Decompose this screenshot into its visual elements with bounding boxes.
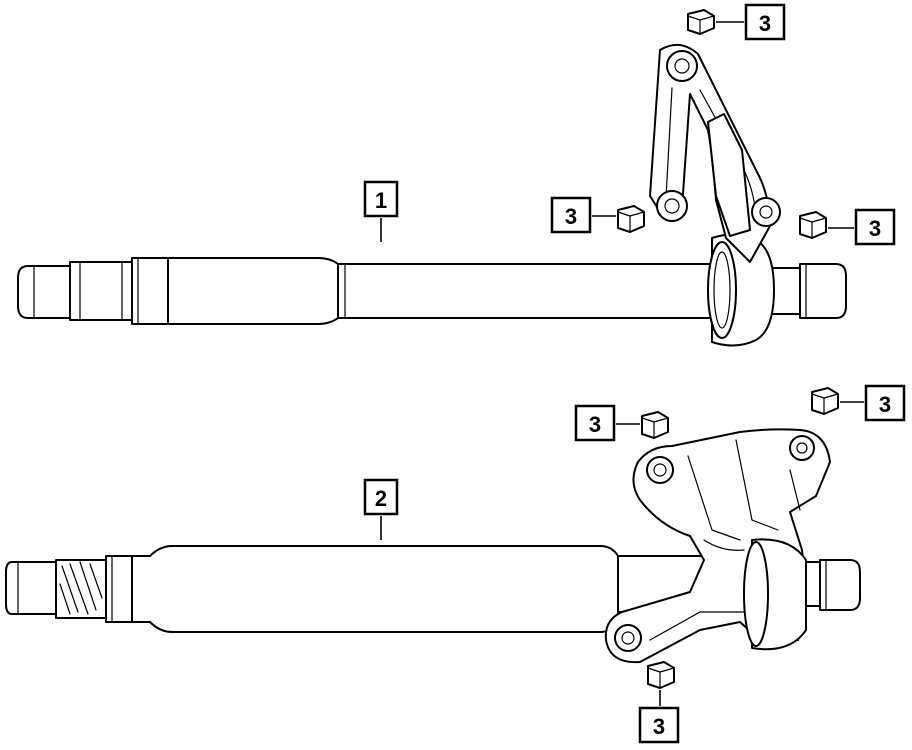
callout-3-label: 3	[589, 412, 601, 437]
callout-3-label: 3	[565, 204, 577, 229]
callout-2: 2	[363, 478, 399, 540]
callout-3-label: 3	[759, 11, 771, 36]
bolt-bottom-2	[811, 387, 839, 415]
callout-3-label: 3	[879, 392, 891, 417]
callout-3-top-far-right: 3	[828, 208, 896, 246]
bearing-support-bracket-2	[604, 428, 831, 664]
callout-3-bottom-right: 3	[840, 384, 906, 422]
callout-3-bottom: 3	[638, 690, 680, 744]
callout-1-label: 1	[375, 188, 387, 213]
callout-1: 1	[363, 180, 399, 242]
bearing-support-bracket-1	[649, 43, 781, 347]
bolt-top-3	[799, 211, 827, 239]
intermediate-shaft-1	[17, 257, 847, 325]
callout-3-bottom-left: 3	[574, 404, 640, 442]
bolt-bottom-3	[647, 661, 675, 689]
bolt-top-2	[617, 205, 645, 233]
callout-3-top-right: 3	[716, 3, 786, 41]
callout-2-label: 2	[375, 486, 387, 511]
callout-3-label: 3	[869, 216, 881, 241]
callout-3-label: 3	[653, 714, 665, 739]
bolt-top-1	[687, 9, 715, 35]
callout-3-top-left: 3	[550, 196, 616, 234]
bolt-bottom-1	[641, 411, 669, 439]
